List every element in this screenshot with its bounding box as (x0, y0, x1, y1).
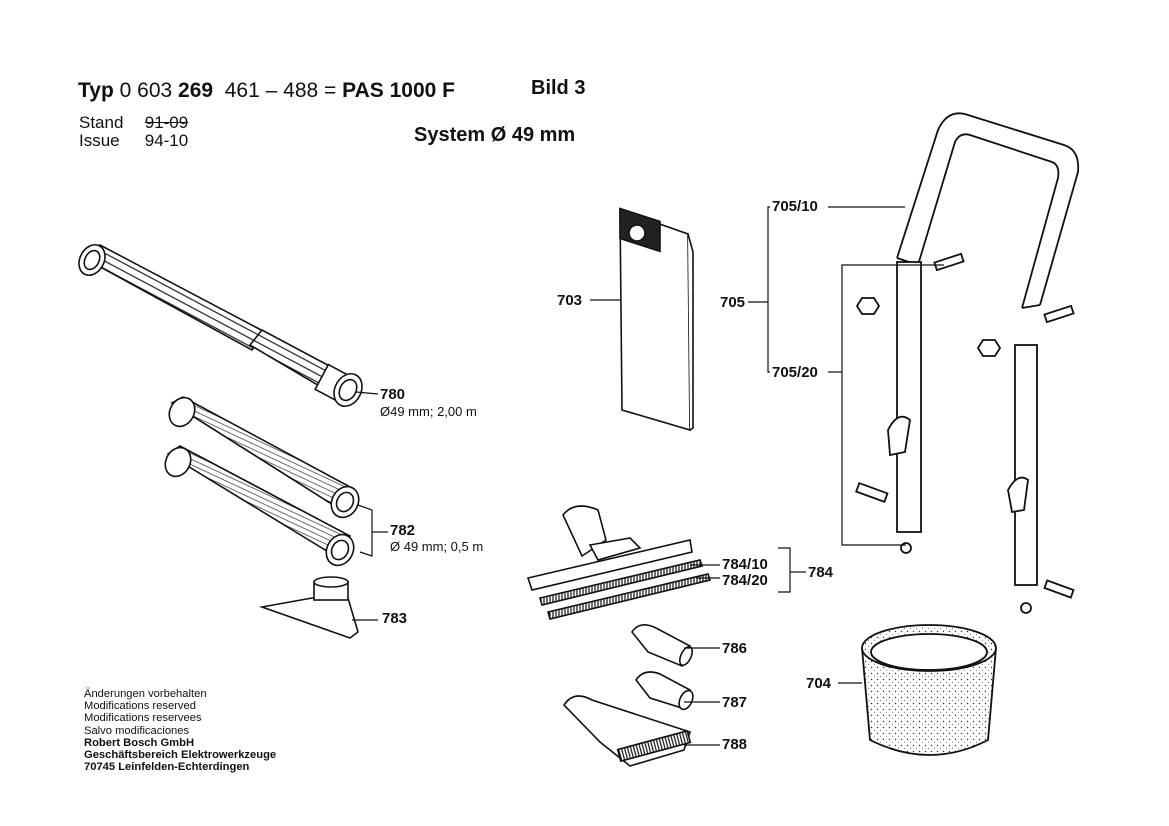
part-782-number: 782 (390, 522, 416, 539)
equals-sign: = (324, 79, 337, 102)
part-780-number: 780 (380, 386, 406, 403)
nozzle-788-drawing (562, 695, 692, 767)
number-plain: 0 603 (119, 79, 173, 102)
figure-label: Bild 3 (531, 77, 586, 99)
footer-line: Modifications reserved (84, 700, 196, 713)
footer-line: Modifications reservees (84, 712, 202, 725)
handle-705-drawing (855, 112, 1080, 614)
part-705-number: 705 (720, 294, 746, 311)
number-range: 461 – 488 (224, 79, 319, 102)
part-784-number: 784 (808, 564, 834, 581)
part-784-10-number: 784/10 (722, 556, 768, 573)
adapter-787-drawing (635, 671, 694, 711)
tubes-782-drawing (164, 396, 360, 567)
issue-label: Issue (79, 131, 120, 150)
stand-row: Stand 91-09 (79, 113, 188, 133)
part-783-number: 783 (382, 610, 408, 627)
part-787-number: 787 (722, 694, 748, 711)
part-786-number: 786 (722, 640, 748, 657)
part-784-20-number: 784/20 (722, 572, 768, 589)
footer-address: 70745 Leinfelden-Echterdingen (84, 761, 250, 774)
type-number: Typ 0 603 269 461 – 488 = PAS 1000 F (78, 79, 455, 103)
leader-lines (352, 206, 944, 746)
system-label: System Ø 49 mm (414, 124, 576, 146)
part-788-number: 788 (722, 736, 748, 753)
nozzle-783-drawing (258, 576, 359, 639)
footer-line: Salvo modificaciones (84, 724, 190, 737)
part-705-10-number: 705/10 (772, 198, 818, 215)
footer-division: Geschäftsbereich Elektrowerkzeuge (84, 749, 277, 762)
part-704-number: 704 (806, 675, 832, 692)
footer-company: Robert Bosch GmbH (84, 736, 195, 749)
filter-bag-703-drawing (619, 207, 694, 432)
stand-value: 91-09 (144, 113, 189, 132)
container-704-drawing (861, 624, 997, 756)
issue-row: Issue 94-10 (79, 131, 188, 151)
part-703-number: 703 (557, 292, 583, 309)
floor-nozzle-784-drawing (526, 505, 712, 620)
stand-label: Stand (79, 113, 124, 132)
typ-label: Typ (78, 79, 114, 102)
hose-780-drawing (78, 243, 363, 408)
model-name: PAS 1000 F (342, 79, 455, 102)
issue-value: 94-10 (144, 131, 189, 150)
part-782-spec: Ø 49 mm; 0,5 m (390, 539, 484, 554)
part-780-spec: Ø49 mm; 2,00 m (380, 404, 477, 419)
adapter-786-drawing (631, 624, 693, 668)
number-bold: 269 (178, 79, 214, 102)
footer-notes: Änderungen vorbehalten Modifications res… (84, 688, 276, 773)
footer-line: Änderungen vorbehalten (84, 688, 207, 700)
part-705-20-number: 705/20 (772, 364, 818, 381)
